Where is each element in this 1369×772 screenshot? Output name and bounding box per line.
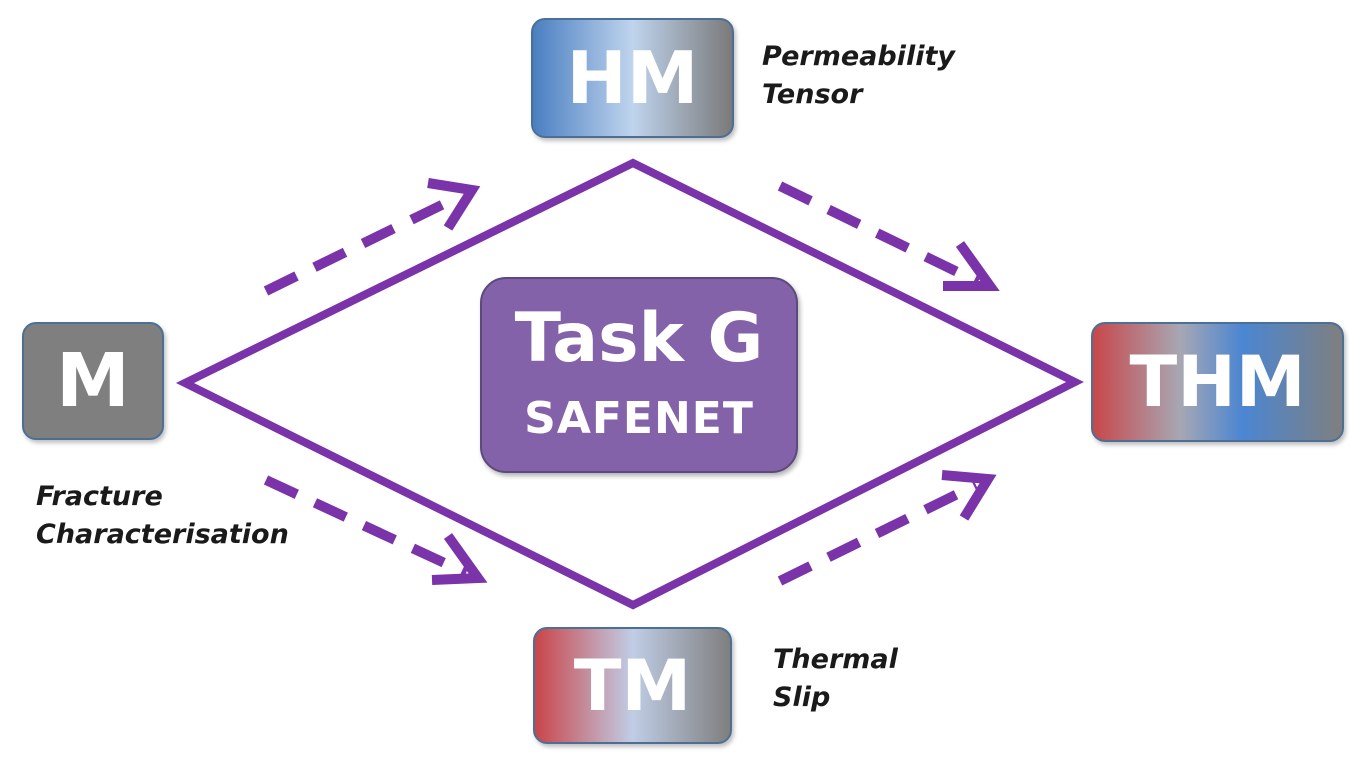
caption-m: Fracture Characterisation bbox=[36, 478, 289, 554]
node-thm-label: THM bbox=[1129, 341, 1306, 423]
center-subtitle: SAFENET bbox=[524, 393, 754, 444]
arrow-tm-to-thm bbox=[777, 470, 997, 586]
caption-m-line-1: Fracture bbox=[36, 481, 163, 512]
caption-hm-line-2: Tensor bbox=[762, 79, 863, 110]
node-hm-label: HM bbox=[566, 36, 699, 120]
node-thm: THM bbox=[1091, 322, 1344, 442]
caption-tm-line-2: Slip bbox=[773, 682, 831, 713]
center-task-box: Task G SAFENET bbox=[480, 277, 798, 473]
node-hm: HM bbox=[531, 18, 734, 138]
center-title: Task G bbox=[514, 299, 764, 378]
caption-m-line-2: Characterisation bbox=[36, 519, 289, 550]
node-tm-label: TM bbox=[573, 644, 692, 727]
node-m-label: M bbox=[56, 338, 130, 424]
arrow-m-to-hm bbox=[263, 178, 481, 296]
arrow-m-to-tm bbox=[263, 475, 488, 585]
node-m: M bbox=[22, 322, 164, 440]
node-tm: TM bbox=[533, 627, 732, 744]
caption-hm: Permeability Tensor bbox=[762, 38, 955, 114]
caption-tm-line-1: Thermal bbox=[773, 644, 898, 675]
caption-hm-line-1: Permeability bbox=[762, 41, 955, 72]
diamond-outline bbox=[175, 158, 1084, 610]
arrow-hm-to-thm bbox=[777, 181, 1000, 291]
caption-tm: Thermal Slip bbox=[773, 641, 898, 717]
